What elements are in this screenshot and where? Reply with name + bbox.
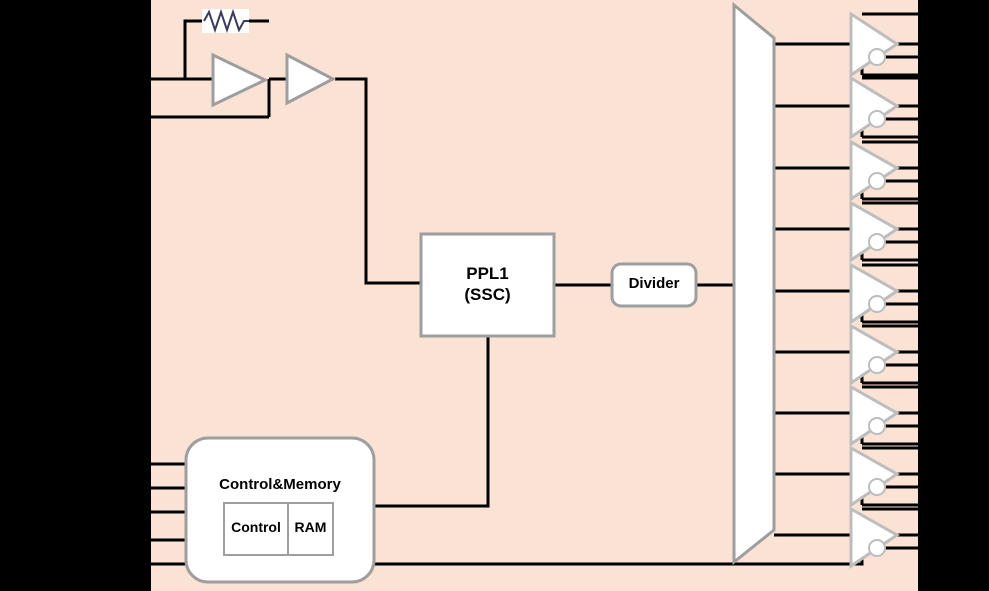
ram-subblock[interactable] [287, 502, 334, 556]
buffer-triangle-icon[interactable] [849, 262, 900, 325]
inverting-bubble-icon [868, 172, 886, 190]
buffer-triangle-icon[interactable] [849, 11, 900, 78]
oscillator-amplifier-icon[interactable] [211, 52, 269, 108]
buffer-triangle-icon[interactable] [849, 445, 900, 508]
output-buffer-2[interactable] [849, 75, 900, 140]
inverting-bubble-icon [868, 48, 886, 66]
pll-block[interactable] [419, 232, 556, 338]
divider-block[interactable] [610, 262, 698, 308]
resistor-icon [203, 8, 249, 34]
output-buffer-group [849, 11, 900, 569]
output-mux[interactable] [732, 1, 776, 566]
oscillator-buffer-icon[interactable] [285, 52, 337, 106]
inverting-bubble-icon [868, 233, 886, 251]
wire-osc-to-pll [335, 77, 421, 285]
wire-feedback-left [183, 19, 202, 79]
control-subblock-label: Control [231, 519, 281, 535]
inverting-bubble-icon [868, 110, 886, 128]
output-buffer-1[interactable] [849, 11, 900, 78]
inverting-bubble-icon [868, 417, 886, 435]
inverting-bubble-icon [868, 539, 886, 557]
output-buffer-4[interactable] [849, 200, 900, 263]
inverting-bubble-icon [868, 356, 886, 374]
pll-label-line2: (SSC) [464, 285, 511, 304]
inverting-bubble-icon [868, 295, 886, 313]
wire-group [151, 12, 918, 566]
buffer-triangle-icon[interactable] [849, 75, 900, 140]
divider-label: Divider [628, 275, 680, 292]
wire-pll-to-control [374, 336, 490, 508]
buffer-triangle-icon[interactable] [849, 506, 900, 569]
output-buffer-3[interactable] [849, 139, 900, 202]
output-buffer-7[interactable] [849, 384, 900, 447]
buffer-triangle-icon[interactable] [849, 323, 900, 386]
buffer-triangle-icon[interactable] [849, 200, 900, 263]
output-buffer-6[interactable] [849, 323, 900, 386]
pll-label-line1: PPL1 [466, 264, 509, 283]
buffer-triangle-icon[interactable] [849, 139, 900, 202]
output-buffer-8[interactable] [849, 445, 900, 508]
output-buffer-9[interactable] [849, 506, 900, 569]
control-memory-label: Control&Memory [219, 476, 341, 493]
inverting-bubble-icon [868, 478, 886, 496]
buffer-triangle-icon[interactable] [849, 384, 900, 447]
output-buffer-5[interactable] [849, 262, 900, 325]
wire-control-bottom-bus [374, 546, 864, 566]
ram-subblock-label: RAM [294, 519, 327, 535]
